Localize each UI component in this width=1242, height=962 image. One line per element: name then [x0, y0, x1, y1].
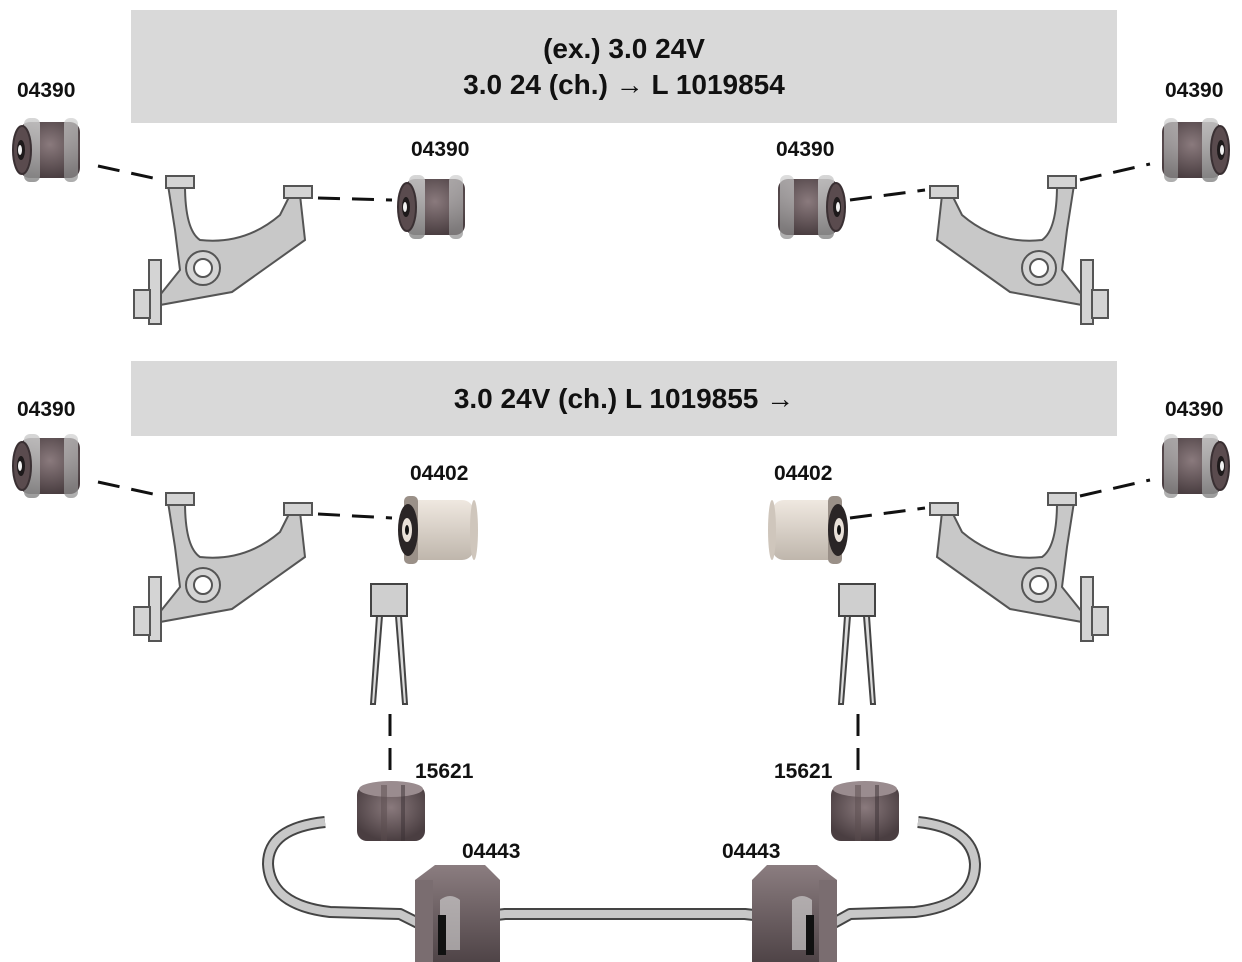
drop-link-left — [370, 583, 408, 705]
bushing-15621-right — [831, 781, 899, 841]
bushing-15621-left — [357, 781, 425, 841]
bushing-04443-left — [415, 865, 500, 962]
header-banner-early: (ex.) 3.0 24V 3.0 24 (ch.) → L 1019854 — [131, 10, 1117, 123]
top-right-arm — [929, 175, 1109, 325]
part-label-mid-right-inner: 04402 — [774, 462, 833, 485]
bushing-04390-top-left-inner — [397, 174, 466, 240]
connector-lines-mid — [97, 478, 1151, 776]
part-label-sway-left: 04443 — [462, 840, 521, 863]
bushing-04402-mid-left — [398, 496, 478, 564]
part-label-top-right-inner: 04390 — [776, 138, 835, 161]
part-label-mid-right-outer: 04390 — [1165, 398, 1224, 421]
top-left-arm — [133, 175, 313, 325]
part-label-sway-right: 04443 — [722, 840, 781, 863]
bushing-04390-top-right-outer — [1162, 118, 1229, 182]
banner-line-1: (ex.) 3.0 24V — [543, 32, 705, 64]
bushing-04402-mid-right — [768, 496, 848, 564]
mid-left-arm — [133, 492, 313, 642]
part-label-top-right-outer: 04390 — [1165, 79, 1224, 102]
part-label-top-left-outer: 04390 — [17, 79, 76, 102]
part-label-link-left: 15621 — [415, 760, 474, 783]
part-label-mid-left-inner: 04402 — [410, 462, 469, 485]
bushing-04390-mid-right-outer — [1162, 434, 1229, 498]
part-label-top-left-inner: 04390 — [411, 138, 470, 161]
banner-line-1: 3.0 24V (ch.) L 1019855 → — [453, 382, 795, 414]
part-label-link-right: 15621 — [774, 760, 833, 783]
bushing-04390-top-right-inner — [778, 175, 845, 239]
part-label-mid-left-outer: 04390 — [17, 398, 76, 421]
mid-right-arm — [929, 492, 1109, 642]
bushing-04390-top-left-outer — [12, 117, 81, 183]
sway-bar — [262, 816, 981, 930]
connector-lines-top — [97, 162, 1151, 202]
bushing-04390-mid-left-outer — [12, 433, 81, 499]
bushing-04443-right — [752, 865, 837, 962]
header-banner-late: 3.0 24V (ch.) L 1019855 → — [131, 361, 1117, 436]
banner-line-2: 3.0 24 (ch.) → L 1019854 — [463, 68, 785, 100]
drop-link-right — [838, 583, 876, 705]
